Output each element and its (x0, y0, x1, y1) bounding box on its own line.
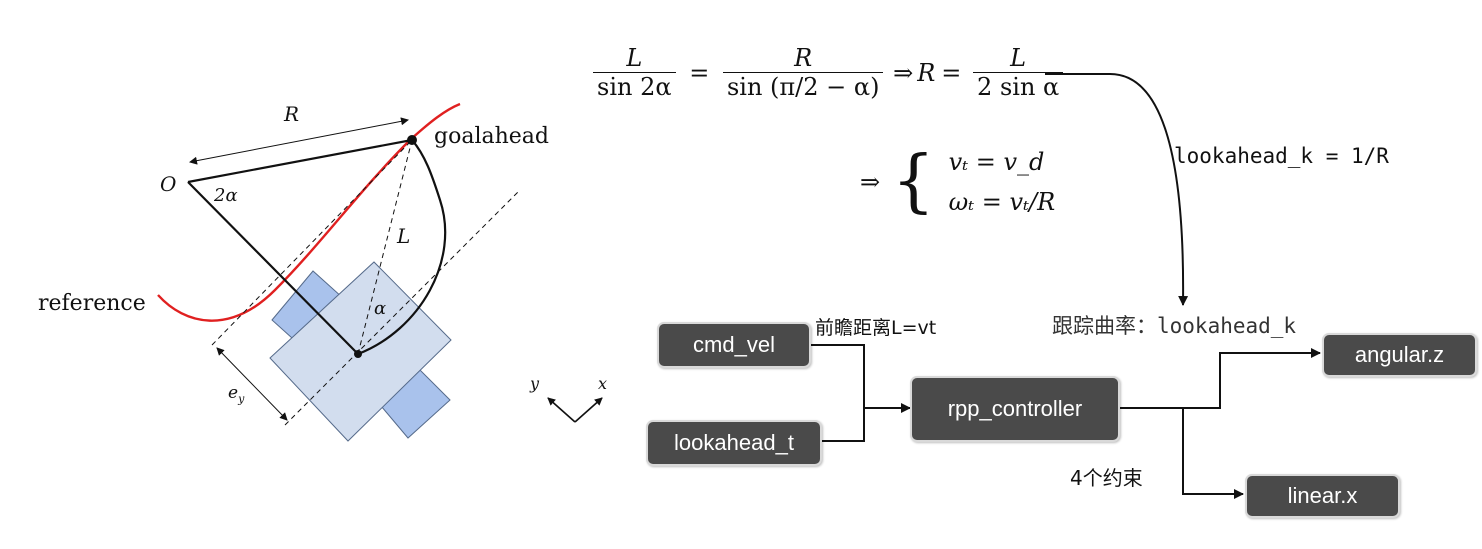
label-ey: ey (228, 383, 245, 406)
dashed-line-upper (211, 139, 413, 346)
annotation-preview-distance: 前瞻距离L=vt (815, 317, 937, 339)
dashed-line-L (357, 139, 413, 355)
R-dimension-arrow (189, 117, 409, 165)
robot-center-point (354, 350, 362, 358)
node-rpp-controller: rpp_controller (910, 376, 1120, 442)
curve-arrow-lookahead (1045, 73, 1189, 306)
brace: { (891, 142, 936, 221)
node-cmd-vel: cmd_vel (657, 322, 811, 368)
node-linear-x: linear.x (1245, 474, 1400, 518)
label-goalahead: goalahead (434, 124, 549, 149)
equation-1: L sin 2α = R sin (π/2 − α) ⇒R= L 2 sin α (593, 44, 1064, 101)
ey-dimension-arrow (216, 347, 288, 421)
node-angular-z: angular.z (1322, 333, 1477, 377)
node-lookahead-t: lookahead_t (646, 420, 822, 466)
label-reference: reference (38, 291, 146, 316)
label-O: O (160, 172, 177, 196)
equation-2: ⇒ { vₜ = v_d ωₜ = vₜ/R (860, 142, 1056, 221)
fraction-R-sin: R sin (π/2 − α) (722, 44, 884, 101)
edge-rpp-linear (1182, 408, 1244, 499)
axis-x-line (574, 397, 603, 423)
fraction-L-sin2a: L sin 2α (593, 44, 676, 101)
edge-rpp-angular (1118, 348, 1321, 409)
label-2alpha: 2α (214, 185, 238, 206)
edge-cmdvel-rpp (810, 344, 911, 413)
axis-y-line (547, 397, 576, 423)
goal-point (407, 135, 417, 145)
radius-line-O-goal (187, 138, 413, 184)
label-axis-x: x (598, 374, 608, 393)
annotation-lookahead-k: lookahead_k = 1/R (1174, 144, 1389, 168)
label-alpha: α (374, 298, 387, 319)
annotation-constraints: 4个约束 (1070, 466, 1143, 490)
label-axis-y: y (530, 374, 540, 393)
edge-lookahead-rpp (820, 408, 865, 442)
radius-line-O-robot (187, 181, 359, 355)
dashed-line-lower (284, 189, 521, 426)
annotation-tracking-curvature: 跟踪曲率：lookahead_k (1052, 314, 1297, 338)
label-L: L (397, 224, 411, 248)
arc-path (357, 139, 447, 356)
reference-path (157, 102, 461, 322)
fraction-L-2sina: L 2 sin α (973, 44, 1064, 101)
label-R: R (284, 102, 300, 126)
